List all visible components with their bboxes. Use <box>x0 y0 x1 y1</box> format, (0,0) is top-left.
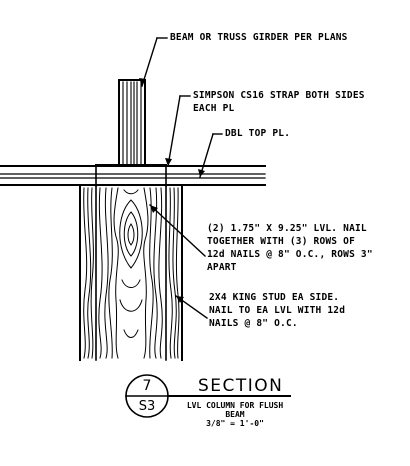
lvl-note-line-1: (2) 1.75" X 9.25" LVL. NAIL <box>207 223 367 234</box>
left-king-stud-grain <box>83 187 94 359</box>
double-top-plate <box>0 165 266 186</box>
subtitle-line-2: BEAM <box>225 410 245 419</box>
section-title: SECTION <box>198 376 284 396</box>
detail-bubble <box>125 374 291 418</box>
top-plate-note: DBL TOP PL. <box>225 128 291 139</box>
king-stud-note: 2X4 KING STUD EA SIDE. NAIL TO EA LVL WI… <box>209 291 345 330</box>
king-stud-note-line-1: 2X4 KING STUD EA SIDE. <box>209 292 340 303</box>
lvl-note: (2) 1.75" X 9.25" LVL. NAIL TOGETHER WIT… <box>207 222 373 274</box>
lvl-note-line-4: APART <box>207 262 237 273</box>
right-king-stud-grain <box>168 187 180 359</box>
detail-number: 7 <box>142 378 152 394</box>
lvl-grain <box>98 187 163 359</box>
king-stud-note-line-3: NAILS @ 8" O.C. <box>209 318 298 329</box>
lvl-note-line-3: 12d NAILS @ 8" O.C., ROWS 3" <box>207 249 373 260</box>
beam-note: BEAM OR TRUSS GIRDER PER PLANS <box>170 32 348 43</box>
king-stud-note-line-2: NAIL TO EA LVL WITH 12d <box>209 305 346 316</box>
column-outline <box>79 164 183 361</box>
scale-label: 3/8" = 1'-0" <box>206 419 264 428</box>
strap-note: SIMPSON CS16 STRAP BOTH SIDES EACH PL <box>193 89 365 115</box>
strap-note-line-2: EACH PL <box>193 103 235 114</box>
beam-member <box>118 79 146 167</box>
section-subtitle: LVL COLUMN FOR FLUSH BEAM 3/8" = 1'-0" <box>172 401 298 428</box>
leader-arrowheads <box>139 78 205 303</box>
strap-note-line-1: SIMPSON CS16 STRAP BOTH SIDES <box>193 90 365 101</box>
subtitle-line-1: LVL COLUMN FOR FLUSH <box>186 401 284 410</box>
sheet-number: S3 <box>138 399 156 414</box>
lvl-note-line-2: TOGETHER WITH (3) ROWS OF <box>207 236 355 247</box>
leader-lines <box>141 37 223 319</box>
